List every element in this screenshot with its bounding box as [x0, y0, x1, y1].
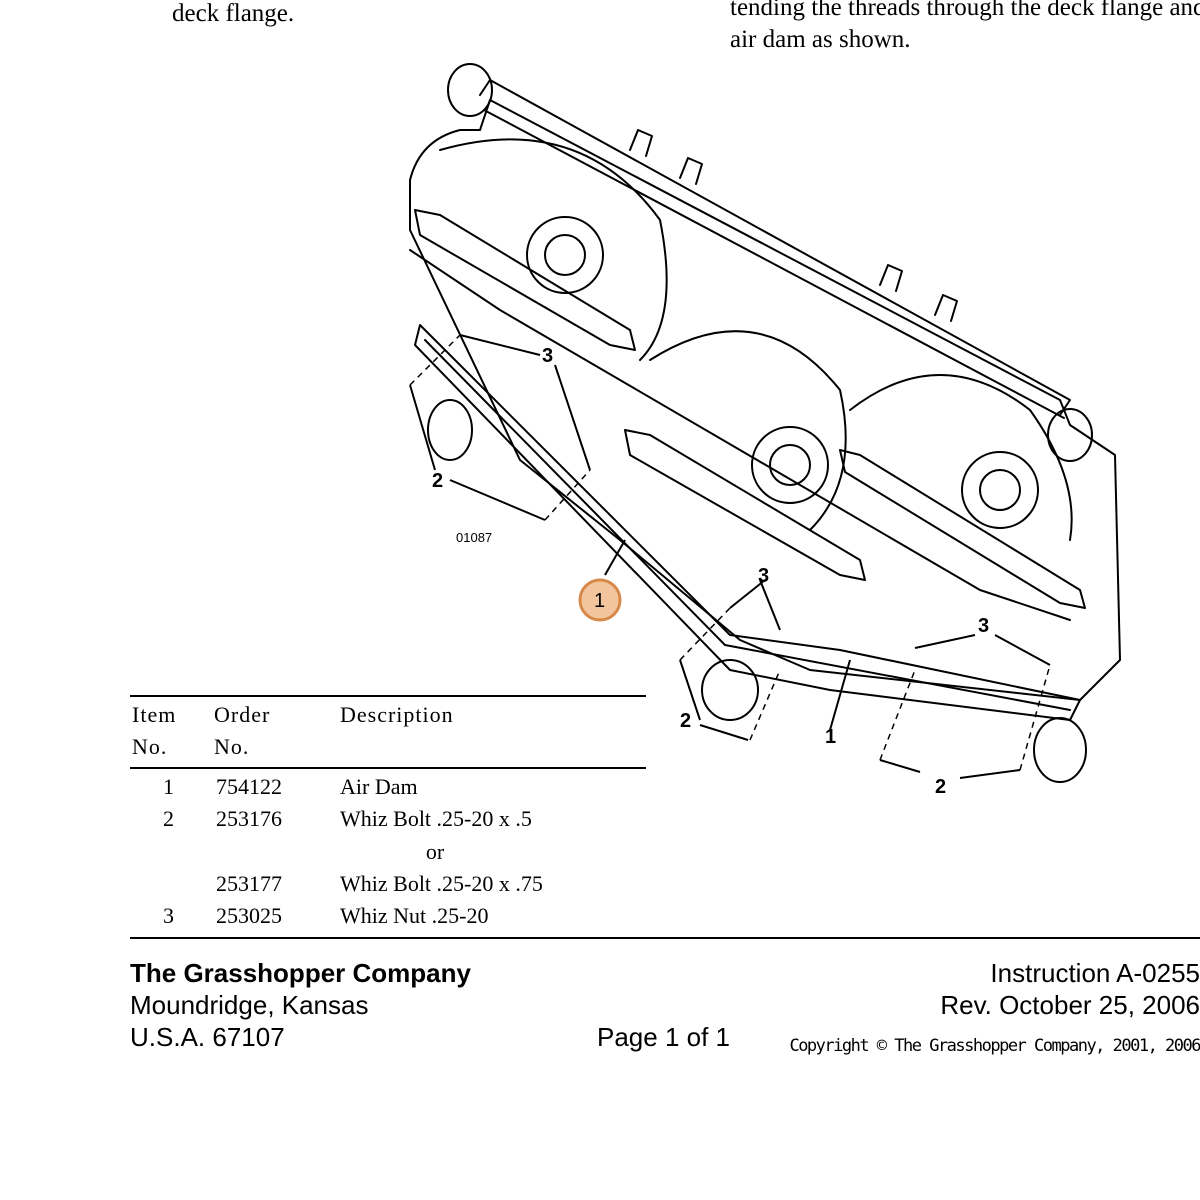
callout-1-marker — [578, 578, 622, 622]
mower-deck-air-dam-diagram: 3 2 3 3 2 1 2 01087 1 — [409, 63, 1121, 798]
wheel-top-right — [1047, 408, 1093, 462]
row-order-no: 754122 — [216, 774, 282, 799]
row-description: Whiz Bolt .25-20 x .75 — [340, 871, 543, 896]
table-rule-header — [130, 767, 646, 769]
deck-outline — [409, 99, 1121, 701]
table-row: or — [130, 836, 646, 868]
row-item-no: 3 — [163, 903, 174, 928]
revision-date: Rev. October 25, 2006 — [940, 990, 1200, 1020]
callout-1-text: 1 — [594, 590, 605, 612]
spindle-middle — [751, 426, 829, 504]
company-city: Moundridge, Kansas — [130, 990, 369, 1020]
blade-chamber-middle — [649, 330, 847, 531]
wheel-front-middle — [701, 659, 759, 721]
row-description: Whiz Nut .25-20 — [340, 903, 489, 928]
label-2-left: 2 — [432, 470, 443, 492]
blade-chamber-right — [849, 374, 1073, 541]
label-2-right: 2 — [935, 776, 946, 798]
deck-top-rail — [479, 79, 1071, 416]
spindle-right — [961, 451, 1039, 529]
wheel-top-left — [447, 63, 493, 117]
row-item-no: 2 — [163, 806, 174, 831]
blade-right — [839, 449, 1086, 609]
body-text-fragment-right: tending the threads through the deck fla… — [730, 0, 1200, 56]
table-row: 1 754122 Air Dam — [130, 771, 646, 803]
blade-left — [414, 209, 636, 351]
spindle-left — [526, 216, 604, 294]
body-text-fragment-left: deck flange. — [172, 0, 295, 27]
body-text-line-1: tending the threads through the deck fla… — [730, 0, 1200, 21]
label-3-middle: 3 — [758, 565, 769, 587]
blade-middle — [624, 429, 866, 581]
air-dam — [414, 324, 1081, 721]
blade-chamber-left — [439, 138, 668, 361]
row-description-or: or — [425, 839, 445, 864]
row-order-no: 253176 — [216, 806, 282, 831]
table-row: 2 253176 Whiz Bolt .25-20 x .5 — [130, 803, 646, 835]
label-3-right: 3 — [978, 615, 989, 637]
header-description: Description — [340, 702, 454, 727]
company-name: The Grasshopper Company — [130, 958, 471, 988]
row-description: Whiz Bolt .25-20 x .5 — [340, 806, 532, 831]
copyright-notice: Copyright © The Grasshopper Company, 200… — [789, 1036, 1200, 1056]
deck-front-skirt — [409, 249, 1071, 621]
row-description: Air Dam — [340, 774, 418, 799]
wheel-front-left — [427, 399, 473, 461]
label-1-bottom: 1 — [825, 726, 836, 748]
footer-rule — [130, 937, 1200, 939]
label-2-middle: 2 — [680, 710, 691, 732]
table-row: 3 253025 Whiz Nut .25-20 — [130, 900, 646, 932]
company-zip: U.S.A. 67107 — [130, 1022, 285, 1052]
instruction-number: Instruction A-0255 — [990, 958, 1200, 988]
table-rule-top — [130, 695, 646, 697]
page-number: Page 1 of 1 — [597, 1022, 730, 1052]
body-text-line-2: air dam as shown. — [730, 26, 911, 53]
row-item-no: 1 — [163, 774, 174, 799]
wheel-front-right — [1033, 717, 1087, 783]
label-3-left: 3 — [542, 345, 553, 367]
row-order-no: 253177 — [216, 871, 282, 896]
header-order-no: Order No. — [214, 702, 271, 759]
drawing-number: 01087 — [456, 530, 492, 545]
row-order-no: 253025 — [216, 903, 282, 928]
table-row: 253177 Whiz Bolt .25-20 x .75 — [130, 868, 646, 900]
header-item-no: Item No. — [132, 702, 177, 759]
